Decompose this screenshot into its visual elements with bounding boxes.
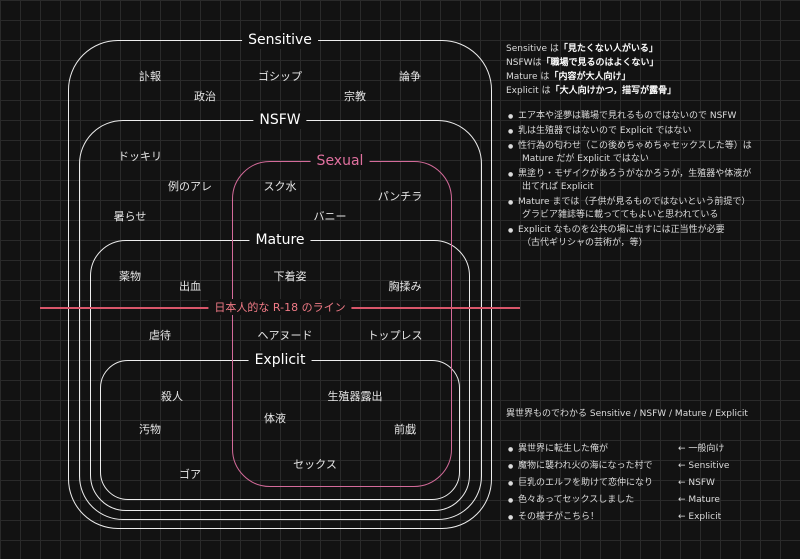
term-shukketsu: 出血 bbox=[179, 280, 201, 293]
term-ronsou: 論争 bbox=[399, 70, 421, 83]
term-gyakutai: 虐待 bbox=[149, 329, 171, 342]
term-rei-no-are: 例のアレ bbox=[168, 180, 212, 193]
term-panchira: パンチラ bbox=[377, 190, 423, 203]
mature-title: Mature bbox=[249, 231, 311, 249]
isekai-item: 色々あってセックスしました← Mature bbox=[508, 494, 793, 511]
isekai-item: 巨乳のエルフを助けて恋仲になり← NSFW bbox=[508, 477, 793, 494]
sexual-title: Sexual bbox=[310, 152, 370, 170]
note-item: Explicit なものを公共の場に出すには正当性が必要（古代ギリシャの芸術が，… bbox=[508, 224, 793, 250]
definitions: Sensitive は「見たくない人がいる」 NSFWは「職場で見るのはよくない… bbox=[506, 42, 676, 98]
term-topless: トップレス bbox=[367, 329, 423, 342]
definition-explicit: Explicit は「大人向けかつ，描写が露骨」 bbox=[506, 86, 677, 96]
term-shuukyou: 宗教 bbox=[344, 90, 366, 103]
isekai-title: 異世界ものでわかる Sensitive / NSFW / Mature / Ex… bbox=[506, 409, 748, 419]
term-sukumizu: スク水 bbox=[263, 180, 297, 193]
term-gossip: ゴシップ bbox=[258, 70, 302, 83]
term-yakubutsu: 薬物 bbox=[119, 270, 141, 283]
term-gore: ゴア bbox=[179, 468, 201, 481]
definition-sensitive: Sensitive は「見たくない人がいる」 bbox=[506, 44, 658, 54]
notes-list: エア本や淫夢は職場で見れるものではないので NSFW 乳は生殖器ではないので E… bbox=[508, 110, 793, 252]
term-dokkiri: ドッキリ bbox=[118, 150, 162, 163]
rating-tag: ← 一般向け bbox=[678, 444, 725, 454]
term-taieki: 体液 bbox=[264, 412, 286, 425]
term-bunny: バニー bbox=[313, 210, 347, 223]
rating-tag: ← Explicit bbox=[678, 512, 722, 522]
rating-tag: ← Mature bbox=[678, 495, 720, 505]
explicit-title: Explicit bbox=[248, 351, 312, 369]
sensitive-title: Sensitive bbox=[242, 31, 318, 49]
isekai-item: その様子がこちら！← Explicit bbox=[508, 511, 793, 528]
note-item: エア本や淫夢は職場で見れるものではないので NSFW bbox=[508, 110, 793, 123]
term-satsujin: 殺人 bbox=[161, 390, 183, 403]
term-seiji: 政治 bbox=[194, 90, 216, 103]
term-seishokuki: 生殖器露出 bbox=[327, 390, 383, 403]
term-obutsu: 汚物 bbox=[139, 423, 161, 436]
definition-mature: Mature は「内容が大人向け」 bbox=[506, 72, 631, 82]
isekai-item: 魔物に襲われ火の海になった村で← Sensitive bbox=[508, 460, 793, 477]
isekai-list: 異世界に転生した俺が← 一般向け 魔物に襲われ火の海になった村で← Sensit… bbox=[508, 443, 793, 528]
term-shitagi: 下着姿 bbox=[273, 270, 307, 283]
note-item: 乳は生殖器ではないので Explicit ではない bbox=[508, 125, 793, 138]
term-munemomi: 胸揉み bbox=[388, 280, 422, 293]
definition-nsfw: NSFWは「職場で見るのはよくない」 bbox=[506, 58, 659, 68]
note-item: Mature までは（子供が見るものではないという前提で）グラビア雑誌等に載って… bbox=[508, 196, 793, 222]
nsfw-title: NSFW bbox=[253, 111, 307, 129]
term-zengi: 前戯 bbox=[394, 423, 416, 436]
term-fuhou: 訃報 bbox=[139, 70, 161, 83]
rating-tag: ← NSFW bbox=[678, 478, 715, 488]
isekai-item: 異世界に転生した俺が← 一般向け bbox=[508, 443, 793, 460]
rating-tag: ← Sensitive bbox=[678, 461, 730, 471]
term-hair-nude: ヘアヌード bbox=[257, 329, 313, 342]
term-sex: セックス bbox=[293, 458, 337, 471]
r18-line-label: 日本人的な R-18 のライン bbox=[208, 299, 352, 315]
term-kurase: 暑らせ bbox=[113, 210, 147, 223]
